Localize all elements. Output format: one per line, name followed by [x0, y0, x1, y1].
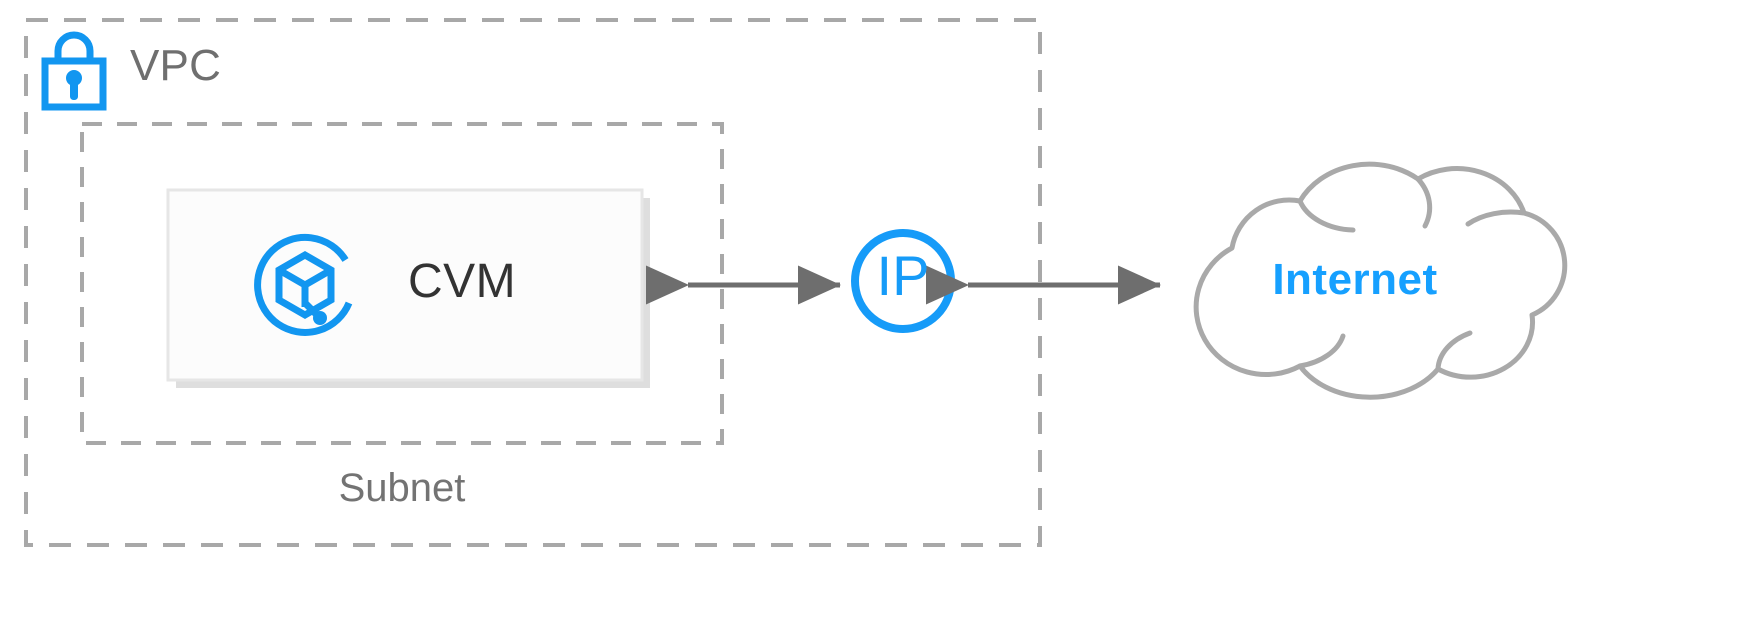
ip-label: IP	[876, 244, 930, 307]
cloud-puff-stroke-top	[1415, 176, 1433, 229]
vpc-label: VPC	[130, 41, 222, 90]
subnet-container	[80, 122, 724, 445]
cvm-label: CVM	[408, 255, 517, 308]
cloud-icon[interactable]	[1193, 161, 1568, 400]
subnet-boundary	[80, 122, 724, 445]
vpc-container	[24, 18, 1042, 547]
vpc-boundary	[24, 18, 1042, 547]
cloud-puff-stroke-right	[1465, 209, 1527, 227]
cloud-puff-stroke-bottom-left	[1297, 333, 1346, 369]
lock-icon	[41, 31, 107, 111]
cvm-cube-icon	[254, 233, 353, 336]
cloud-puff-stroke-left	[1297, 198, 1356, 233]
cvm-card[interactable]	[166, 188, 650, 388]
cvm-card-surface	[166, 188, 644, 382]
cloud-puff-stroke-bottom-right	[1435, 330, 1473, 372]
internet-label: Internet	[1272, 255, 1438, 304]
subnet-label: Subnet	[338, 466, 466, 510]
